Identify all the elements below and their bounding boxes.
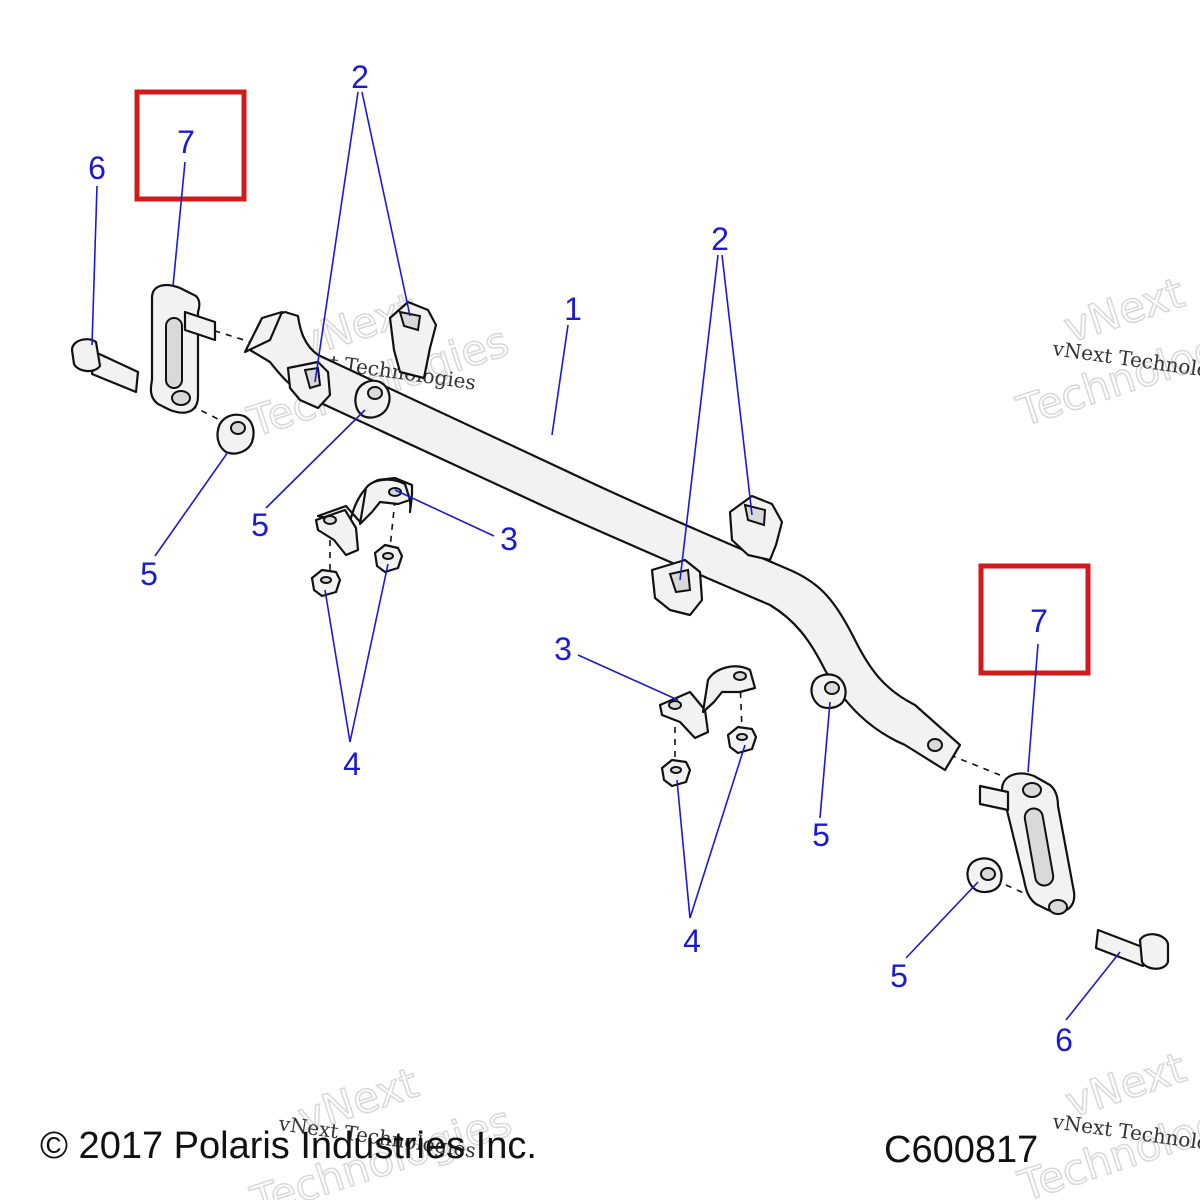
bushing-left-lower — [286, 360, 332, 410]
bolt-left — [70, 338, 140, 394]
callout-3-right: 3 — [554, 631, 572, 667]
callout-6-left: 6 — [88, 150, 106, 186]
callout-2-left: 2 — [351, 59, 369, 95]
callout-5-left-b: 5 — [251, 507, 269, 543]
watermark-big-right: vNext Technologies — [1010, 267, 1200, 437]
bushing-left-upper — [388, 300, 438, 380]
callout-7-left: 7 — [177, 124, 195, 160]
highlight-box-right — [978, 563, 1091, 676]
callout-5-right-a: 5 — [812, 817, 830, 853]
watermark-big-bottom: vNext Technologies — [244, 1057, 518, 1200]
leader-lines — [91, 91, 1121, 1021]
nut-right-a — [660, 758, 692, 788]
watermark-big-bottom-right: vNext Technologies — [1011, 1042, 1200, 1200]
link-left — [149, 283, 217, 414]
nut-right-b — [726, 725, 758, 755]
diagram-code: C600817 — [884, 1129, 1038, 1171]
spacer-left-b — [354, 379, 391, 419]
highlight-box-left — [134, 89, 247, 202]
callout-5-right-b: 5 — [890, 958, 908, 994]
callout-3-left: 3 — [500, 521, 518, 557]
callout-4-right: 4 — [683, 923, 701, 959]
callout-labels: 1 2 2 3 3 4 4 5 5 5 5 6 6 7 7 — [88, 59, 1073, 1058]
link-right — [978, 772, 1076, 915]
spacer-left-a — [216, 413, 255, 455]
bushing-right-upper — [728, 494, 784, 562]
nut-left-a — [310, 568, 342, 598]
callout-4-left: 4 — [343, 746, 361, 782]
bolt-right — [1094, 928, 1170, 970]
stabilizer-bar — [243, 310, 962, 772]
callout-5-left-a: 5 — [140, 556, 158, 592]
callout-7-right: 7 — [1030, 603, 1048, 639]
callout-2-right: 2 — [711, 221, 729, 257]
callout-1: 1 — [564, 291, 582, 327]
nut-left-b — [373, 543, 404, 574]
bracket-right — [658, 665, 757, 740]
callout-6-right: 6 — [1055, 1022, 1073, 1058]
copyright-text: © 2017 Polaris Industries Inc. — [40, 1125, 537, 1167]
bushing-right-lower — [650, 558, 704, 617]
spacer-right-a — [810, 673, 847, 710]
